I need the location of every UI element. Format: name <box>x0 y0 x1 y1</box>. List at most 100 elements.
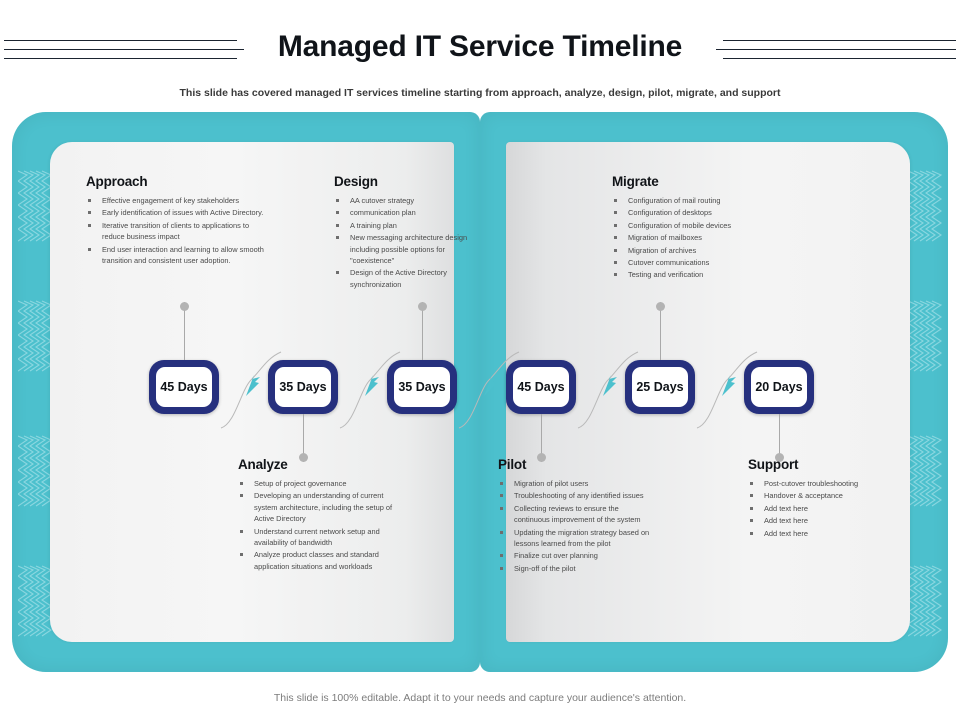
section-title-pilot: Pilot <box>498 457 527 472</box>
section-title-design: Design <box>334 174 378 189</box>
stem-line <box>660 302 661 360</box>
list-item: Configuration of mobile devices <box>612 220 797 231</box>
stem-dot <box>775 453 784 462</box>
list-item: Configuration of mail routing <box>612 195 797 206</box>
list-item: Configuration of desktops <box>612 207 797 218</box>
list-item: Updating the migration strategy based on… <box>498 527 653 550</box>
list-item: Migration of pilot users <box>498 478 653 489</box>
timeline-badge-5[interactable]: 25 Days <box>625 360 695 414</box>
list-item: Sign-off of the pilot <box>498 563 653 574</box>
timeline-book: 45 Days 35 Days 35 Days 45 Days 25 Days 20 Da… <box>12 112 948 672</box>
timeline-badge-2[interactable]: 35 Days <box>268 360 338 414</box>
list-item: Handover & acceptance <box>748 490 908 501</box>
list-item: Collecting reviews to ensure the continu… <box>498 503 653 526</box>
list-item: A training plan <box>334 220 484 231</box>
zigzag-pattern-icon <box>908 167 942 242</box>
section-title-support: Support <box>748 457 799 472</box>
list-item: communication plan <box>334 207 484 218</box>
list-item: Post-cutover troubleshooting <box>748 478 908 489</box>
slide-footer-note: This slide is 100% editable. Adapt it to… <box>273 692 687 704</box>
list-item: Understand current network setup and ava… <box>238 526 398 549</box>
timeline-badge-label: 45 Days <box>513 367 569 407</box>
stem-dot <box>656 302 665 311</box>
timeline-badge-label: 25 Days <box>632 367 688 407</box>
stem-line <box>779 414 780 462</box>
timeline-badge-4[interactable]: 45 Days <box>506 360 576 414</box>
list-item: Developing an understanding of current s… <box>238 490 398 524</box>
stem-line <box>541 414 542 462</box>
stem-line <box>303 414 304 462</box>
rule-line <box>723 40 956 41</box>
list-item: Add text here <box>748 503 908 514</box>
stem-dot <box>180 302 189 311</box>
list-item: Migration of mailboxes <box>612 232 797 243</box>
list-item: New messaging architecture design includ… <box>334 232 484 266</box>
zigzag-pattern-icon <box>908 562 942 637</box>
section-list-design: AA cutover strategy communication plan A … <box>334 195 484 290</box>
timeline-badge-6[interactable]: 20 Days <box>744 360 814 414</box>
list-item: Testing and verification <box>612 269 797 280</box>
timeline-stem-4 <box>537 414 546 462</box>
list-item: Iterative transition of clients to appli… <box>86 220 271 243</box>
list-item: Early identification of issues with Acti… <box>86 207 271 218</box>
section-list-approach: Effective engagement of key stakeholders… <box>86 195 271 266</box>
list-item: Troubleshooting of any identified issues <box>498 490 653 501</box>
stem-line <box>184 302 185 360</box>
zigzag-pattern-icon <box>908 297 942 372</box>
section-title-approach: Approach <box>86 174 148 189</box>
zigzag-pattern-icon <box>18 167 52 242</box>
timeline-badge-label: 20 Days <box>751 367 807 407</box>
list-item: Effective engagement of key stakeholders <box>86 195 271 206</box>
zigzag-pattern-icon <box>908 432 942 507</box>
list-item: Add text here <box>748 528 908 539</box>
section-title-analyze: Analyze <box>238 457 288 472</box>
list-item: End user interaction and learning to all… <box>86 244 271 267</box>
timeline-stem-3 <box>418 302 427 360</box>
timeline-badge-1[interactable]: 45 Days <box>149 360 219 414</box>
stem-dot <box>418 302 427 311</box>
title-rule-left <box>4 40 244 64</box>
rule-line <box>4 40 237 41</box>
page-subtitle: This slide has covered managed IT servic… <box>179 87 781 99</box>
list-item: Setup of project governance <box>238 478 398 489</box>
section-title-migrate: Migrate <box>612 174 659 189</box>
zigzag-pattern-icon <box>18 562 52 637</box>
stem-dot <box>299 453 308 462</box>
rule-line <box>4 58 237 59</box>
stem-dot <box>537 453 546 462</box>
timeline-stem-6 <box>775 414 784 462</box>
timeline-stem-2 <box>299 414 308 462</box>
section-design: Design AA cutover strategy communication … <box>334 174 484 291</box>
list-item: Finalize cut over planning <box>498 550 653 561</box>
timeline-badge-3[interactable]: 35 Days <box>387 360 457 414</box>
timeline-stem-5 <box>656 302 665 360</box>
title-rule-right <box>716 40 956 64</box>
zigzag-pattern-icon <box>18 432 52 507</box>
stem-line <box>422 302 423 360</box>
rule-line <box>716 49 956 50</box>
rule-line <box>4 49 244 50</box>
zigzag-pattern-icon <box>18 297 52 372</box>
timeline-badge-label: 35 Days <box>275 367 331 407</box>
timeline-badge-label: 35 Days <box>394 367 450 407</box>
list-item: Design of the Active Directory synchroni… <box>334 267 484 290</box>
slide-header: Managed IT Service Timeline This slide h… <box>0 0 960 100</box>
list-item: Add text here <box>748 515 908 526</box>
rule-line <box>723 58 956 59</box>
page-title: Managed IT Service Timeline <box>277 30 683 63</box>
list-item: Migration of archives <box>612 245 797 256</box>
list-item: Analyze product classes and standard app… <box>238 549 398 572</box>
timeline-badge-label: 45 Days <box>156 367 212 407</box>
list-item: AA cutover strategy <box>334 195 484 206</box>
timeline-stem-1 <box>180 302 189 360</box>
list-item: Cutover communications <box>612 257 797 268</box>
